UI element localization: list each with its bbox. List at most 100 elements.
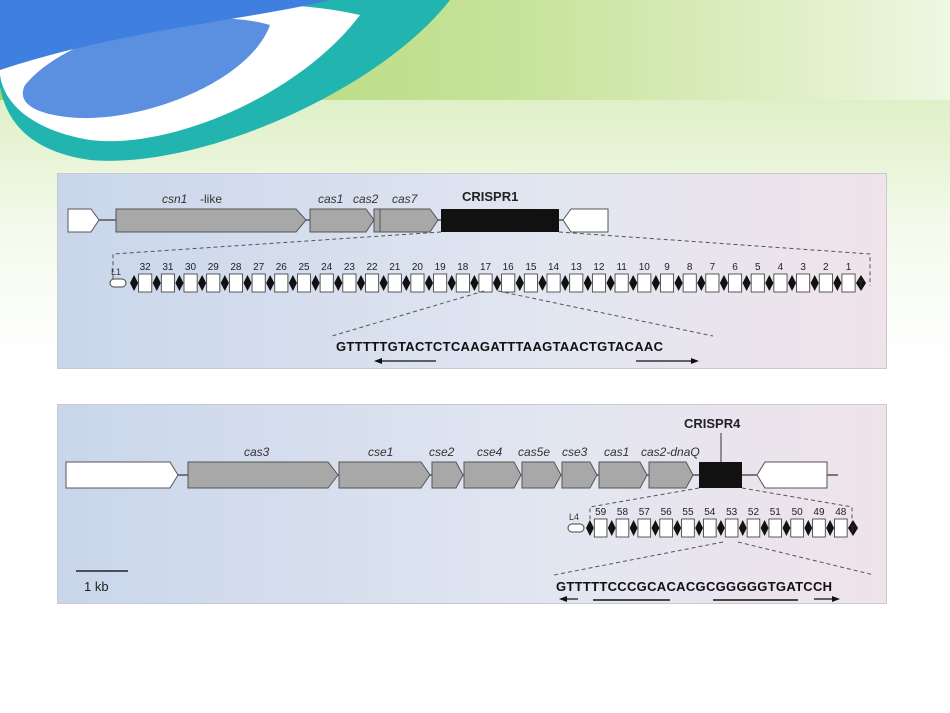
flanking-gene-left: [67, 208, 100, 233]
gene-cas1: [309, 208, 375, 233]
flanking-gene-right: [756, 461, 828, 489]
gene-label-cse2: cse2: [429, 445, 455, 459]
spacer-box: [818, 273, 833, 293]
spacer-box: [614, 273, 629, 293]
spacer-number: 3: [800, 262, 806, 273]
repeat-diamond: [493, 275, 502, 291]
spacer-number: 50: [792, 507, 804, 518]
spacer-number: 10: [639, 262, 651, 273]
spacer-number: 2: [823, 262, 829, 273]
repeat-diamond: [804, 520, 813, 536]
crispr1-array-block: [441, 209, 559, 232]
repeat-diamond: [765, 275, 774, 291]
repeat-diamond: [198, 275, 207, 291]
spacer-number: 26: [276, 262, 288, 273]
spacer-number: 5: [755, 262, 761, 273]
spacer-box: [591, 273, 606, 293]
repeat-diamond: [719, 275, 729, 291]
repeat-diamond: [826, 520, 835, 536]
spacer-number: 29: [208, 262, 220, 273]
repeat-diamond: [586, 520, 594, 536]
spacer-number: 56: [661, 507, 673, 518]
spacer-number: 49: [813, 507, 825, 518]
gene-cse1: [338, 461, 431, 489]
spacer-number: 12: [593, 262, 605, 273]
right-arrow-icon: [691, 358, 699, 364]
gene-label-cas2: cas2: [353, 192, 379, 206]
leader-label: L4: [569, 512, 579, 522]
gene-cse3: [561, 461, 598, 489]
gene-label-cas5e: cas5e: [518, 445, 550, 459]
crispr1-repeat-sequence: GTTTTTGTACTCTCAAGATTTAAGTAACTGTACAAC: [336, 339, 664, 354]
repeat-diamond: [651, 520, 660, 536]
spacer-box: [183, 273, 198, 293]
spacer-number: 6: [732, 262, 738, 273]
spacer-box: [790, 518, 804, 538]
spacer-box: [569, 273, 584, 293]
spacer-box: [728, 273, 743, 293]
spacer-box: [160, 273, 175, 293]
repeat-diamond: [175, 275, 184, 291]
gene-cas5e: [521, 461, 562, 489]
spacer-number: 11: [616, 262, 627, 273]
spacer-box: [206, 273, 221, 293]
repeat-diamond: [629, 275, 638, 291]
scale-bar-label: 1 kb: [84, 579, 109, 594]
spacer-number: 52: [748, 507, 760, 518]
spacer-box: [682, 273, 697, 293]
spacer-box: [660, 273, 674, 293]
crispr4-label: CRISPR4: [684, 416, 741, 431]
repeat-diamond: [130, 275, 139, 291]
spacer-number: 57: [639, 507, 651, 518]
spacer-box: [705, 273, 720, 293]
terminal-repeat: [856, 275, 866, 291]
repeat-diamond: [220, 275, 229, 291]
spacer-box: [637, 273, 652, 293]
spacer-box: [342, 273, 357, 293]
gene-cas1: [598, 461, 648, 489]
spacer-box: [796, 273, 811, 293]
spacer-number: 55: [682, 507, 694, 518]
spacer-box: [750, 273, 765, 293]
spacer-number: 8: [687, 262, 693, 273]
spacer-number: 20: [412, 262, 424, 273]
spacer-box: [834, 518, 848, 538]
spacer-number: 27: [253, 262, 265, 273]
gene-label-cas1: cas1: [604, 445, 629, 459]
spacer-box: [768, 518, 783, 538]
spacer-number: 59: [595, 507, 607, 518]
spacer-box: [410, 273, 425, 293]
repeat-diamond: [424, 275, 434, 291]
spacer-number: 31: [162, 262, 174, 273]
right-arrow-icon: [832, 596, 840, 602]
spacer-box: [523, 273, 538, 293]
repeat-diamond: [243, 275, 252, 291]
terminal-repeat-label: T: [858, 279, 864, 289]
spacer-box: [703, 518, 717, 538]
spacer-box: [546, 273, 561, 293]
spacer-number: 32: [140, 262, 152, 273]
spacer-box: [659, 518, 673, 538]
spacer-box: [138, 273, 153, 293]
spacer-number: 30: [185, 262, 197, 273]
repeat-diamond: [674, 275, 683, 291]
spacer-box: [297, 273, 311, 293]
spacer-number: 4: [778, 262, 784, 273]
spacer-number: 1: [846, 262, 852, 273]
spacer-number: 28: [230, 262, 242, 273]
spacer-number: 58: [617, 507, 629, 518]
gene-label-cse4: cse4: [477, 445, 503, 459]
repeat-diamond: [334, 275, 343, 291]
spacer-number: 19: [435, 262, 447, 273]
spacer-number: 21: [389, 262, 401, 273]
spacer-number: 22: [367, 262, 379, 273]
spacer-number: 53: [726, 507, 738, 518]
gene-cse4: [463, 461, 522, 489]
repeat-diamond: [695, 520, 704, 536]
repeat-diamond: [738, 520, 747, 536]
spacer-box: [274, 273, 289, 293]
left-arrow-icon: [374, 358, 382, 364]
gene-label-cse3: cse3: [562, 445, 588, 459]
terminal-repeat-label: T: [850, 524, 856, 534]
